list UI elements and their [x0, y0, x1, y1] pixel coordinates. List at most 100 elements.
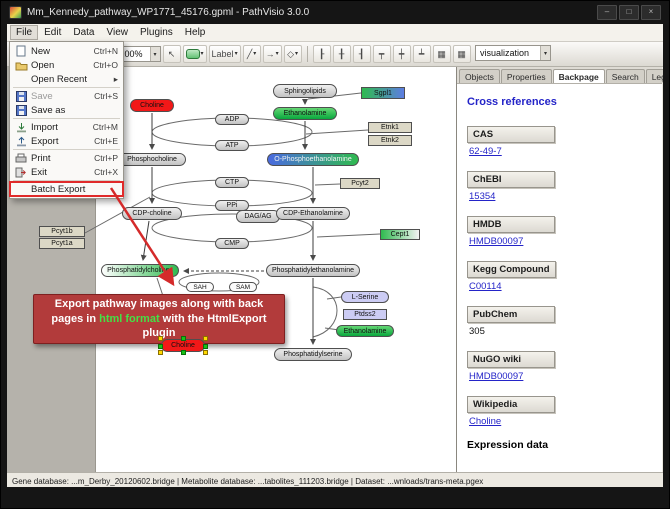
pathway-node-ethanolamine[interactable]: Ethanolamine — [273, 107, 337, 120]
tab-backpage[interactable]: Backpage — [552, 69, 605, 83]
pathway-node-phosphocholine[interactable]: Phosphocholine — [118, 153, 186, 166]
backpage-link[interactable]: HMDB00097 — [469, 236, 524, 247]
backpage-link[interactable]: 15354 — [469, 191, 496, 202]
pathway-node-adp[interactable]: ADP — [215, 114, 249, 125]
pathway-node-pcyt2[interactable]: Pcyt2 — [340, 178, 380, 189]
selection-handle[interactable] — [158, 336, 163, 341]
selection-handle[interactable] — [181, 350, 186, 355]
pointer-tool-button[interactable]: ↖ — [162, 45, 181, 63]
stack-horizontal-button[interactable]: ▦ — [432, 45, 451, 63]
pathway-node-ptdss2[interactable]: Ptdss2 — [343, 309, 387, 320]
pathway-node-dag-ag[interactable]: DAG/AG — [236, 210, 280, 223]
selection-handle[interactable] — [203, 336, 208, 341]
align-top-button[interactable]: ┯ — [372, 45, 391, 63]
datanode-template-button[interactable]: ▾ — [182, 45, 207, 63]
window-title: Mm_Kennedy_pathway_WP1771_45176.gpml - P… — [27, 7, 310, 18]
stack-vertical-button[interactable]: ▦ — [452, 45, 471, 63]
pathway-node-ctp[interactable]: CTP — [215, 177, 249, 188]
menu-item-label: Print — [31, 152, 51, 164]
menu-plugins[interactable]: Plugins — [139, 27, 173, 38]
pathway-node-pcyt1b[interactable]: Pcyt1b — [39, 226, 85, 237]
pathway-node-pcyt1a[interactable]: Pcyt1a — [39, 238, 85, 249]
menu-item-shortcut: Ctrl+N — [93, 46, 118, 56]
pathway-node-phosphatidylethanolamine[interactable]: Phosphatidylethanolamine — [266, 264, 360, 277]
file-menu-item-batch-export[interactable]: Batch Export — [9, 181, 124, 197]
visualization-combo[interactable]: visualization ▾ — [475, 45, 551, 61]
selection-handle[interactable] — [203, 343, 208, 349]
align-top-icon: ┯ — [378, 48, 385, 59]
tab-search[interactable]: Search — [605, 69, 645, 83]
menu-help[interactable]: Help — [184, 27, 206, 38]
pathway-node-cdp-choline[interactable]: CDP-choline — [122, 207, 182, 220]
pathway-node-choline[interactable]: Choline — [130, 99, 174, 112]
close-button[interactable]: × — [641, 5, 661, 20]
menu-separator — [13, 180, 120, 181]
minimize-button[interactable]: – — [597, 5, 617, 20]
pathway-node-phosphatidylcholines[interactable]: Phosphatidylcholines — [101, 264, 179, 277]
menu-item-label: Save — [31, 90, 53, 102]
exit-icon — [14, 167, 28, 178]
side-panel: ObjectsPropertiesBackpageSearchLegend Cr… — [457, 67, 663, 472]
file-menu-item-save-as[interactable]: Save as — [10, 103, 123, 117]
title-bar[interactable]: Mm_Kennedy_pathway_WP1771_45176.gpml - P… — [9, 4, 661, 21]
pathway-node-cept1[interactable]: Cept1 — [380, 229, 420, 240]
menu-data[interactable]: Data — [73, 27, 95, 38]
menu-item-label: Save as — [31, 104, 66, 116]
selection-handle[interactable] — [158, 350, 163, 355]
pathway-node-etnk2[interactable]: Etnk2 — [368, 135, 412, 146]
align-bottom-button[interactable]: ┷ — [412, 45, 431, 63]
arrow-tool-button[interactable]: → ▾ — [262, 45, 282, 63]
selection-handle[interactable] — [203, 350, 208, 355]
backpage-section-header: CAS — [467, 126, 555, 143]
pathway-node-atp[interactable]: ATP — [215, 140, 249, 151]
shape-tool-button[interactable]: ◇ ▾ — [283, 45, 302, 63]
line-tool-button[interactable]: ╱ ▾ — [242, 45, 261, 63]
file-menu-item-open-recent[interactable]: Open Recent▸ — [10, 72, 123, 86]
pathway-node-ppi[interactable]: PPi — [215, 200, 249, 211]
backpage-link[interactable]: 62-49-7 — [469, 146, 502, 157]
backpage-link[interactable]: C00114 — [469, 281, 502, 292]
label-template-button[interactable]: Label ▾ — [208, 45, 241, 63]
align-right-button[interactable]: ┨ — [352, 45, 371, 63]
app-icon — [9, 6, 22, 19]
pathway-node-cdp-ethanolamine[interactable]: CDP-Ethanolamine — [276, 207, 350, 220]
align-center-button[interactable]: ╂ — [332, 45, 351, 63]
pathway-node-ethanolamine[interactable]: Ethanolamine — [336, 325, 394, 337]
arrow-icon: → — [265, 48, 275, 59]
pathway-node-sah[interactable]: SAH — [186, 282, 214, 292]
maximize-button[interactable]: □ — [619, 5, 639, 20]
tab-objects[interactable]: Objects — [459, 69, 500, 83]
selection-handle[interactable] — [158, 343, 163, 349]
align-left-button[interactable]: ┠ — [312, 45, 331, 63]
pathway-node-sam[interactable]: SAM — [229, 282, 257, 292]
menu-edit[interactable]: Edit — [44, 27, 62, 38]
pathway-node-sphingolipids[interactable]: Sphingolipids — [273, 84, 337, 98]
menu-item-label: Export — [31, 135, 59, 147]
align-middle-button[interactable]: ┿ — [392, 45, 411, 63]
backpage-link[interactable]: HMDB00097 — [469, 371, 524, 382]
pathway-node-etnk1[interactable]: Etnk1 — [368, 122, 412, 133]
menu-view[interactable]: View — [106, 27, 128, 38]
menu-file[interactable]: File — [10, 25, 39, 40]
pathway-node-o-phosphoethanolamine[interactable]: O-Phosphoethanolamine — [267, 153, 359, 166]
backpage-link[interactable]: Choline — [469, 416, 502, 427]
pathway-node-l-serine[interactable]: L-Serine — [341, 291, 389, 303]
pathway-node-phosphatidylserine[interactable]: Phosphatidylserine — [274, 348, 352, 361]
tab-properties[interactable]: Properties — [500, 69, 552, 83]
pathway-node-cmp[interactable]: CMP — [215, 238, 249, 249]
tab-legend[interactable]: Legend — [645, 69, 663, 83]
pathway-node-sgpl1[interactable]: Sgpl1 — [361, 87, 405, 99]
menu-item-shortcut: Ctrl+O — [93, 60, 118, 70]
selection-handle[interactable] — [181, 336, 186, 341]
